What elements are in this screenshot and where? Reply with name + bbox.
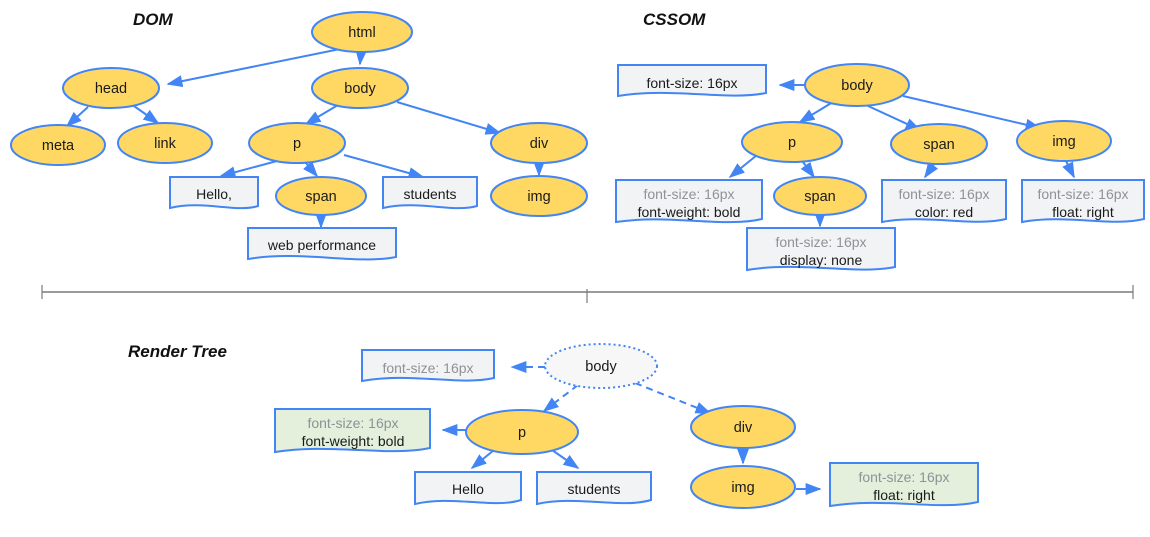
edge-cssom-p-span [800,161,815,179]
dom-box-students-line-0: students [404,186,457,202]
edge-rt-body-div [634,382,712,414]
cssom-edges [728,79,1075,228]
cssom-node-p-label: p [788,135,796,151]
edge-rt-p-students [551,449,580,469]
cssom-node-span1-label: span [923,137,954,153]
edge-cssom-p-rules [728,154,758,179]
edge-html-head [166,47,346,88]
edge-body-p [304,104,339,125]
cssom-box-img-rules: font-size: 16px float: right [1021,179,1145,224]
dom-node-meta: meta [10,124,106,166]
rt-box-p-rules-line-0: font-size: 16px [307,415,398,431]
dom-node-p: p [248,122,346,164]
rt-box-p-rules-line-1: font-weight: bold [302,433,405,449]
dom-box-students: students [382,176,478,210]
cssom-box-body-rules: font-size: 16px [617,64,767,98]
dom-node-head: head [62,67,160,109]
dom-box-web-performance: web performance [247,227,397,261]
cssom-box-span-display-none-rules: font-size: 16px display: none [746,227,896,272]
cssom-box-span-color-red-rules: font-size: 16px color: red [881,179,1007,224]
edge-cssom-span-rules [924,161,939,179]
dom-edges [65,47,545,229]
rt-node-p-label: p [518,425,526,441]
render-tree-node-img: img [690,465,796,509]
cssom-box-span2-rules-line-1: display: none [780,252,863,268]
edge-p-span [303,161,319,178]
render-tree-box-p-rules: font-size: 16px font-weight: bold [274,408,431,454]
cssom-node-img-label: img [1052,134,1075,150]
render-tree-node-div: div [690,405,796,449]
dom-node-img-label: img [527,189,550,205]
cssom-node-span-top: span [890,123,988,165]
rt-box-hello-line-0: Hello [452,481,484,497]
edge-rt-body-p [542,384,579,412]
dom-section-title: DOM [133,10,174,29]
dom-box-hello-line-0: Hello, [196,186,232,202]
cssom-node-body: body [804,63,910,107]
cssom-box-span1-rules-line-0: font-size: 16px [898,186,989,202]
cssom-box-img-rules-line-0: font-size: 16px [1037,186,1128,202]
dom-node-body: body [311,67,409,109]
dom-node-link: link [117,122,213,164]
dom-node-span-label: span [305,189,336,205]
rt-box-img-rules-line-0: font-size: 16px [858,469,949,485]
edge-head-meta [65,106,89,128]
dom-node-img: img [490,175,588,217]
cssom-node-p: p [741,121,843,163]
dom-node-div: div [490,122,588,164]
edge-cssom-body-img [902,95,1042,131]
render-tree-section-title: Render Tree [128,342,227,361]
dom-node-div-label: div [530,136,549,152]
render-tree-box-img-rules: font-size: 16px float: right [829,462,979,508]
cssom-box-img-rules-line-1: float: right [1052,204,1114,220]
edge-html-body [355,49,368,66]
dom-box-web-performance-line-0: web performance [267,237,376,253]
edge-cssom-body-p [798,101,834,123]
render-tree-node-body: body [544,343,658,389]
edge-p-hello [219,160,278,179]
dom-node-head-label: head [95,81,127,97]
cssom-box-body-rules-line-0: font-size: 16px [646,75,737,91]
dom-box-hello: Hello, [169,176,259,210]
edge-rt-p-hello [470,449,495,470]
render-tree-node-p: p [465,409,579,455]
dom-node-p-label: p [293,136,301,152]
cssom-node-span-nested: span [773,176,867,216]
rt-box-body-rules-line-0: font-size: 16px [382,360,473,376]
dom-node-span: span [275,176,367,216]
edge-body-div [396,101,502,135]
edge-head-link [133,105,160,124]
cssom-box-span1-rules-line-1: color: red [915,204,973,220]
cssom-box-p-rules-line-1: font-weight: bold [638,204,741,220]
dom-node-link-label: link [154,136,177,152]
rt-node-div-label: div [734,420,753,436]
render-tree-box-hello: Hello [414,471,522,506]
dom-node-html: html [311,11,413,53]
section-divider [41,285,1134,303]
dom-node-meta-label: meta [42,138,75,154]
cssom-node-body-label: body [841,78,873,94]
cssom-box-span2-rules-line-0: font-size: 16px [775,234,866,250]
dom-node-body-label: body [344,81,376,97]
edge-cssom-body-span [865,104,922,131]
cssom-section-title: CSSOM [643,10,706,29]
rt-node-img-label: img [731,480,754,496]
rt-box-students-line-0: students [568,481,621,497]
edge-p-students [343,154,425,179]
edge-cssom-img-rules [1062,160,1075,179]
cssom-node-span2-label: span [804,189,835,205]
rt-box-img-rules-line-1: float: right [873,487,935,503]
cssom-box-p-rules: font-size: 16px font-weight: bold [615,179,763,224]
dom-node-html-label: html [348,25,375,41]
render-tree-box-students: students [536,471,652,506]
cssom-box-p-rules-line-0: font-size: 16px [643,186,734,202]
cssom-node-img: img [1016,120,1112,162]
rt-node-body-label: body [585,359,617,375]
render-tree-edges [441,361,822,495]
render-tree-box-body-rules: font-size: 16px [361,349,495,383]
